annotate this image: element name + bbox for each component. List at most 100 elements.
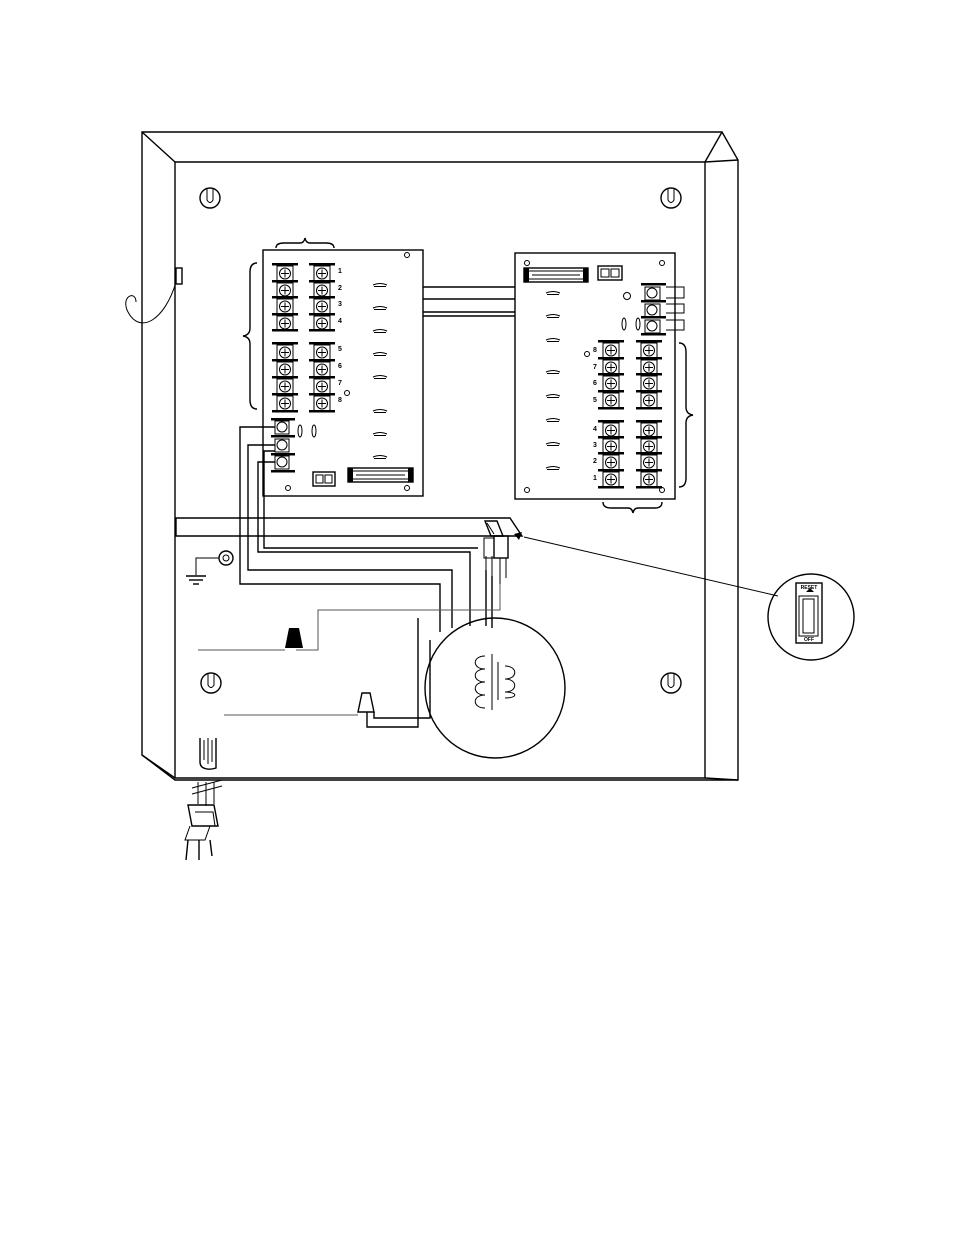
terminal-separator	[309, 376, 335, 379]
diode	[373, 456, 387, 459]
terminal-separator	[272, 313, 298, 316]
diode	[546, 395, 560, 398]
left-terminal-number: 5	[338, 346, 342, 353]
breaker-off-label: OFF	[804, 637, 814, 643]
diode	[546, 467, 560, 470]
terminal-separator	[309, 393, 335, 396]
right-terminal-number: 3	[593, 442, 597, 449]
circuit-breaker	[484, 521, 522, 584]
wire-nut-upper	[198, 628, 303, 650]
right-terminal-b-6	[641, 439, 657, 454]
terminal-separator	[636, 469, 662, 472]
terminal-separator	[636, 357, 662, 360]
terminal-separator	[598, 373, 624, 376]
wire-nut-lower	[224, 618, 430, 727]
diode	[546, 419, 560, 422]
right-terminal-b-2	[641, 360, 657, 375]
terminal-separator	[636, 436, 662, 439]
left-terminal-b-7	[314, 379, 330, 394]
left-terminal-a-3	[277, 299, 293, 314]
right-terminal-b-3	[641, 376, 657, 391]
terminal-separator	[309, 263, 335, 266]
right-terminal-b-7	[641, 455, 657, 470]
terminal-separator	[309, 329, 335, 332]
board-interconnect-wires	[423, 287, 515, 316]
right-terminal-number: 2	[593, 458, 597, 465]
left-terminal-a-2	[277, 283, 293, 298]
left-terminal-number: 6	[338, 363, 342, 370]
breaker-reset-label: RESET	[801, 585, 818, 591]
terminal-separator	[272, 280, 298, 283]
right-terminal-number: 8	[593, 347, 597, 354]
right-terminal-number: 1	[593, 475, 597, 482]
terminal-separator	[272, 263, 298, 266]
terminal-separator	[272, 342, 298, 345]
left-terminal-a-8	[277, 396, 293, 411]
terminal-separator	[598, 486, 624, 489]
right-terminal-number: 4	[593, 426, 597, 433]
right-terminal-a-8	[603, 472, 619, 487]
terminal-separator	[309, 313, 335, 316]
right-terminal-number: 6	[593, 380, 597, 387]
terminal-separator	[636, 373, 662, 376]
left-terminal-number: 7	[338, 380, 342, 387]
diode	[546, 339, 560, 342]
breaker-callout-line	[524, 537, 778, 596]
left-terminal-a-5	[277, 345, 293, 360]
secondary-wiring	[240, 427, 500, 650]
terminal-separator	[598, 420, 624, 423]
right-terminal-a-4	[603, 393, 619, 408]
terminal-separator	[309, 410, 335, 413]
terminal-separator	[309, 342, 335, 345]
terminal-separator	[272, 359, 298, 362]
right-terminal-b-5	[641, 423, 657, 438]
left-terminal-number: 8	[338, 397, 342, 404]
terminal-separator	[598, 340, 624, 343]
terminal-separator	[636, 340, 662, 343]
left-terminal-number: 1	[338, 268, 342, 275]
diode	[546, 292, 560, 295]
terminal-separator	[598, 436, 624, 439]
left-terminal-a-4	[277, 316, 293, 331]
left-terminal-a-6	[277, 362, 293, 377]
right-terminal-a-2	[603, 360, 619, 375]
terminal-separator	[309, 359, 335, 362]
left-terminal-a-1	[277, 266, 293, 281]
diode	[373, 353, 387, 356]
keyhole-mount-bottom-left	[201, 673, 221, 693]
diode	[373, 284, 387, 287]
right-terminal-a-6	[603, 439, 619, 454]
left-terminal-number: 4	[338, 318, 342, 325]
terminal-separator	[636, 407, 662, 410]
right-terminal-a-3	[603, 376, 619, 391]
left-fuse	[348, 468, 413, 482]
terminal-separator	[309, 296, 335, 299]
left-terminal-b-2	[314, 283, 330, 298]
diode	[373, 410, 387, 413]
transformer	[425, 618, 565, 758]
keyhole-mount-top-left	[200, 188, 220, 208]
keyhole-mount-top-right	[661, 188, 681, 208]
left-power-terminals	[271, 418, 316, 473]
diode	[373, 433, 387, 436]
right-terminal-a-1	[603, 343, 619, 358]
terminal-separator	[636, 420, 662, 423]
terminal-separator	[309, 280, 335, 283]
right-jumper-block	[598, 266, 622, 280]
terminal-separator	[598, 390, 624, 393]
ground-stud	[186, 551, 233, 584]
terminal-separator	[272, 410, 298, 413]
terminal-separator	[636, 452, 662, 455]
terminal-separator	[636, 486, 662, 489]
diode	[546, 371, 560, 374]
diode	[546, 443, 560, 446]
right-terminal-a-7	[603, 455, 619, 470]
right-terminal-number: 5	[593, 397, 597, 404]
left-terminal-number: 2	[338, 285, 342, 292]
right-terminal-b-1	[641, 343, 657, 358]
terminal-separator	[598, 357, 624, 360]
terminal-separator	[272, 296, 298, 299]
diode	[546, 315, 560, 318]
